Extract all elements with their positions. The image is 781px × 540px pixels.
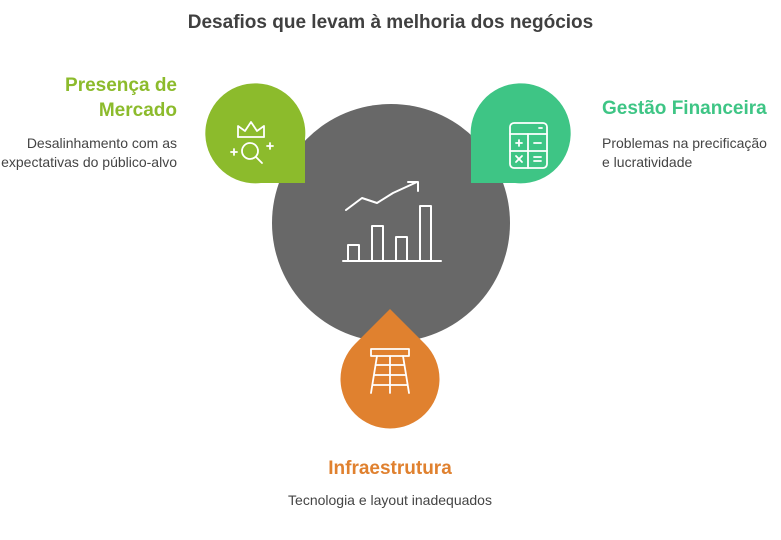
ladder-icon bbox=[370, 348, 410, 394]
center-circle bbox=[272, 104, 510, 342]
presenca-heading: Presença de Mercado bbox=[65, 75, 177, 121]
gestao-heading: Gestão Financeira bbox=[602, 98, 767, 119]
gestao-description: Problemas na precificação e lucratividad… bbox=[602, 135, 767, 170]
calculator-icon bbox=[509, 122, 548, 169]
presenca-teardrop bbox=[205, 83, 306, 184]
infra-heading: Infraestrutura bbox=[328, 458, 452, 479]
diagram-title: Desafios que levam à melhoria dos negóci… bbox=[187, 12, 594, 33]
infra-description: Tecnologia e layout inadequados bbox=[288, 492, 492, 508]
crown-magnifier-icon bbox=[230, 121, 274, 164]
presenca-description: Desalinhamento com as expectativas do pú… bbox=[1, 135, 177, 170]
chart-growth-icon bbox=[342, 181, 442, 262]
